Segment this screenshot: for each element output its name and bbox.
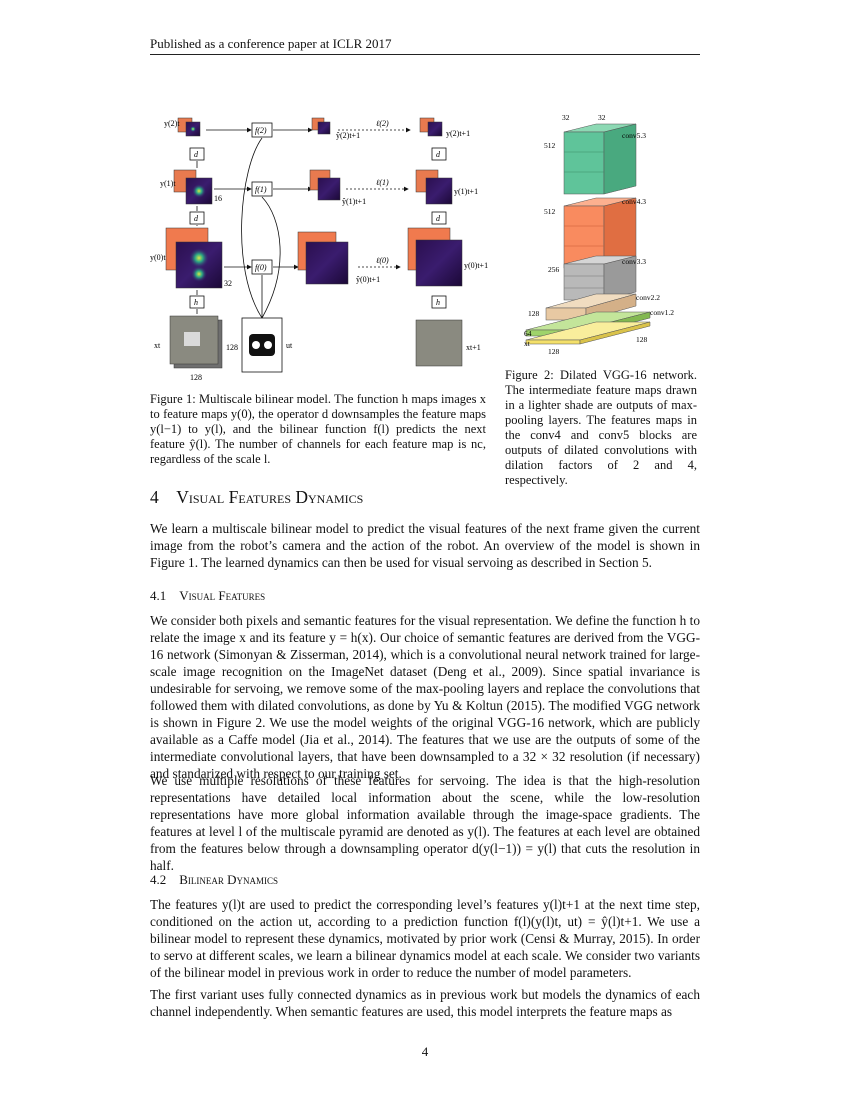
vgg-label-conv3: conv3.3 xyxy=(622,257,646,266)
figure-area: y(2)t y(1)t 16 y(0)t 32 xt 128 128 d xyxy=(150,113,674,382)
label-ynext2: y(2)t+1 xyxy=(446,129,470,138)
running-header: Published as a conference paper at ICLR … xyxy=(150,36,392,51)
label-128: 128 xyxy=(226,343,238,352)
vgg-label-conv5: conv5.3 xyxy=(622,131,646,140)
vgg-top-dim-1: 32 xyxy=(562,113,570,122)
label-yhat1: ŷ(1)t+1 xyxy=(342,197,366,206)
vgg-label-conv4: conv4.3 xyxy=(622,197,646,206)
section-4-1-paragraph-1: We consider both pixels and semantic fea… xyxy=(150,613,700,781)
d-label: d xyxy=(436,214,441,223)
d-label: d xyxy=(436,150,441,159)
figure1-caption: Figure 1: Multiscale bilinear model. The… xyxy=(150,392,486,466)
subsection-4-1-title: 4.1 Visual Features xyxy=(150,588,265,604)
f1-box xyxy=(251,181,273,197)
page-number: 4 xyxy=(421,1044,429,1059)
subsection-title-text: Visual Features xyxy=(179,588,266,603)
vgg-bottom-dim-2: 128 xyxy=(636,335,648,344)
vgg-channels-conv4: 512 xyxy=(544,207,556,216)
d-box-right-top xyxy=(431,147,447,161)
d-label: d xyxy=(194,150,199,159)
section-title-text: Visual Features Dynamics xyxy=(176,487,364,507)
label-y1: y(1)t xyxy=(160,179,176,188)
label-yhat2: ŷ(2)t+1 xyxy=(336,131,360,140)
section-number: 4 xyxy=(150,487,159,507)
label-32: 32 xyxy=(224,279,232,288)
label-16: 16 xyxy=(214,194,222,203)
vgg-channels-conv3: 256 xyxy=(548,265,560,274)
f2-box xyxy=(251,122,273,138)
h-label: h xyxy=(194,298,198,307)
subsection-4-2-title: 4.2 Bilinear Dynamics xyxy=(150,872,278,888)
vgg-top-dim-2: 32 xyxy=(598,113,606,122)
vgg-label-conv2: conv2.2 xyxy=(636,293,660,302)
controller-image xyxy=(241,317,283,373)
vgg-channels-conv2: 128 xyxy=(528,309,540,318)
vgg-bottom-dim-1: 128 xyxy=(548,347,560,356)
image-xt xyxy=(169,315,223,369)
subsection-number: 4.2 xyxy=(150,872,167,887)
section-4-2-paragraph-2: The first variant uses fully connected d… xyxy=(150,987,700,1019)
f2-label: f(2) xyxy=(255,126,267,135)
vgg-channels-conv5: 512 xyxy=(544,141,556,150)
f1-label: f(1) xyxy=(255,185,267,194)
label-xnext: xt+1 xyxy=(466,343,481,352)
vgg-channels-conv1: 64 xyxy=(524,329,532,338)
image-xnext xyxy=(415,319,463,367)
feature-cube-l2-left xyxy=(177,117,201,137)
d-box-right-mid xyxy=(431,211,447,225)
header-rule xyxy=(150,54,700,55)
vgg-block-input xyxy=(525,321,651,345)
section-4-title: 4 Visual Features Dynamics xyxy=(150,487,363,508)
figure2-caption: Figure 2: Dilated VGG-16 network. The in… xyxy=(505,368,697,487)
section-4-intro: We learn a multiscale bilinear model to … xyxy=(150,521,700,570)
label-yhat0: ŷ(0)t+1 xyxy=(356,275,380,284)
label-loss0: ℓ(0) xyxy=(376,256,389,265)
label-ynext1: y(1)t+1 xyxy=(454,187,478,196)
label-y2: y(2)t xyxy=(164,119,180,128)
label-ut: ut xyxy=(286,341,293,350)
feature-cube-l0-left xyxy=(165,227,223,289)
vgg-label-input: xt xyxy=(524,339,531,348)
label-loss1: ℓ(1) xyxy=(376,178,389,187)
section-4-2-paragraph-1: The features y(l)t are used to predict t… xyxy=(150,897,700,980)
label-loss2: ℓ(2) xyxy=(376,119,389,128)
subsection-title-text: Bilinear Dynamics xyxy=(179,872,279,887)
label-ynext0: y(0)t+1 xyxy=(464,261,488,270)
h-label: h xyxy=(436,298,440,307)
label-y0: y(0)t xyxy=(150,253,166,262)
subsection-number: 4.1 xyxy=(150,588,167,603)
f0-box xyxy=(251,259,273,275)
f0-label: f(0) xyxy=(255,263,267,272)
section-4-1-paragraph-2: We use multiple resolutions of these fea… xyxy=(150,773,700,873)
d-box-left-mid xyxy=(189,211,205,225)
vgg-block-conv4 xyxy=(563,197,637,269)
vgg-label-conv1: conv1.2 xyxy=(650,308,674,317)
d-label: d xyxy=(194,214,199,223)
feature-cube-l1-left xyxy=(173,169,213,205)
figure2-diagram: 32 32 conv5.3 512 conv4.3 512 xyxy=(524,113,674,356)
label-xt: xt xyxy=(154,341,161,350)
h-box-right xyxy=(431,295,447,309)
h-box-left xyxy=(189,295,205,309)
vgg-block-conv5 xyxy=(563,123,637,195)
label-128-bottom: 128 xyxy=(190,373,202,382)
d-box-left-top xyxy=(189,147,205,161)
figure1-diagram: y(2)t y(1)t 16 y(0)t 32 xt 128 128 d xyxy=(150,117,488,382)
